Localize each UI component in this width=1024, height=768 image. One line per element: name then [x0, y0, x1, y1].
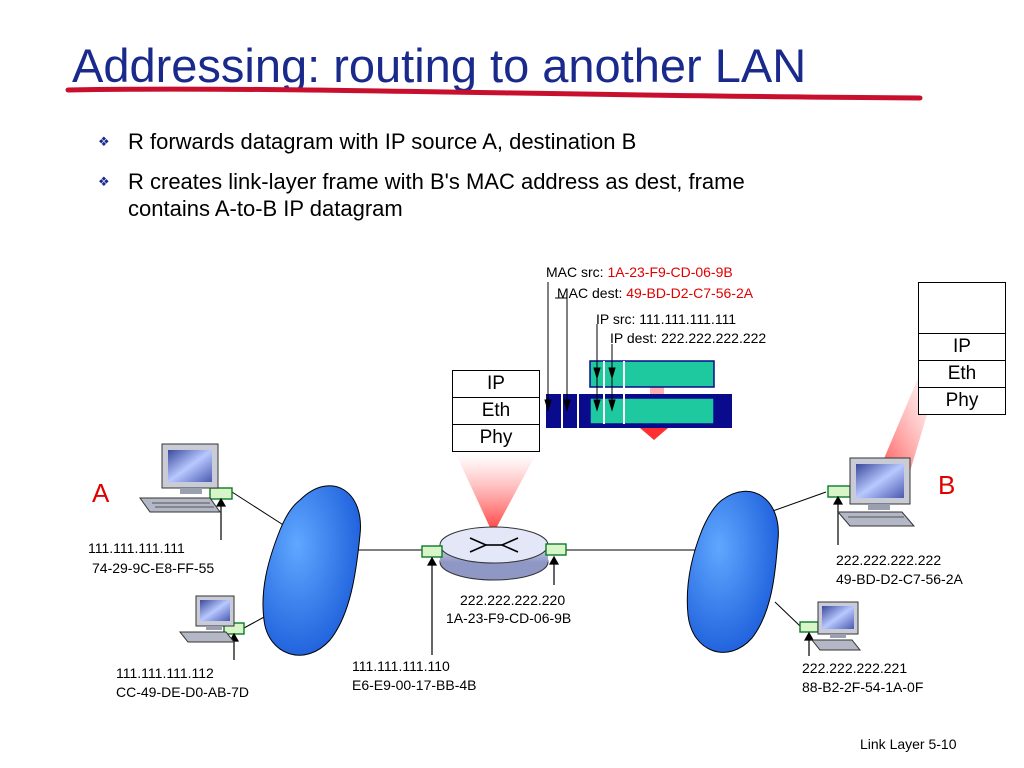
host-a-mac: 74-29-9C-E8-FF-55 [92, 560, 215, 576]
computer-icon [178, 595, 236, 643]
host-a2-ip: 111.111.111.112 [116, 665, 214, 681]
host-a2-mac: CC-49-DE-D0-AB-7D [116, 684, 250, 700]
network-cloud-icon [686, 490, 779, 653]
ip-dest-label: IP dest: 222.222.222.222 [610, 330, 767, 346]
stack-layer-eth: Eth [453, 397, 539, 424]
mac-src-label: MAC src: 1A-23-F9-CD-06-9B [546, 264, 733, 280]
interface-icon [421, 545, 443, 558]
computer-icon [810, 601, 862, 651]
computer-icon [836, 457, 916, 527]
stack-layer-ip: IP [919, 333, 1005, 360]
router-right-ip: 222.222.222.220 [460, 592, 566, 608]
interface-icon [545, 543, 567, 556]
bullet-icon: ❖ [98, 134, 110, 149]
host-b-protocol-stack: IP Eth Phy [918, 282, 1006, 415]
router-protocol-stack: IP Eth Phy [452, 370, 540, 452]
interface-icon [799, 621, 819, 633]
stack-layer-ip: IP [487, 373, 505, 394]
host-b2-mac: 88-B2-2F-54-1A-0F [802, 679, 924, 695]
router-stack-beam [456, 454, 536, 534]
stack-layer-phy: Phy [919, 387, 1005, 414]
bullet-2-cont: contains A-to-B IP datagram [128, 196, 403, 221]
link-layer-frame [546, 360, 732, 428]
host-b-ip: 222.222.222.222 [836, 552, 942, 568]
router-icon [439, 526, 549, 581]
host-b2-ip: 222.222.222.221 [802, 660, 908, 676]
frame-drop [640, 428, 668, 440]
page-title: Addressing: routing to another LAN [72, 39, 807, 92]
router-left-ip: 111.111.111.110 [352, 658, 450, 674]
network-cloud-icon [262, 485, 361, 656]
mac-dest-label: MAC dest: 49-BD-D2-C7-56-2A [557, 285, 754, 301]
title-underline [65, 86, 923, 101]
host-b-letter: B [938, 470, 956, 500]
host-b-mac: 49-BD-D2-C7-56-2A [836, 571, 963, 587]
stack-layer-phy: Phy [453, 424, 539, 451]
bullet-1-text: R forwards datagram with IP source A, de… [128, 129, 637, 154]
computer-icon [139, 443, 221, 513]
router-right-mac: 1A-23-F9-CD-06-9B [446, 610, 572, 626]
bullet-1: ❖ R forwards datagram with IP source A, d… [98, 128, 636, 156]
host-a-letter: A [92, 478, 110, 508]
interface-icon [209, 487, 233, 500]
stack-layer-upper [919, 283, 1005, 333]
bullet-2-text: R creates link-layer frame with B's MAC … [128, 169, 745, 194]
interface-icon [827, 485, 851, 498]
slide-footer: Link Layer 5-10 [860, 736, 957, 752]
router-left-mac: E6-E9-00-17-BB-4B [352, 677, 477, 693]
mac-dest-value: 49-BD-D2-C7-56-2A [626, 285, 754, 301]
host-a-ip: 111.111.111.111 [88, 540, 185, 556]
mac-src-value: 1A-23-F9-CD-06-9B [607, 264, 733, 280]
bullet-icon: ❖ [98, 174, 110, 189]
bullet-2: ❖ R creates link-layer frame with B's MAC… [98, 168, 745, 196]
stack-layer-eth: Eth [919, 360, 1005, 387]
ip-src-label: IP src: 111.111.111.111 [596, 311, 737, 327]
